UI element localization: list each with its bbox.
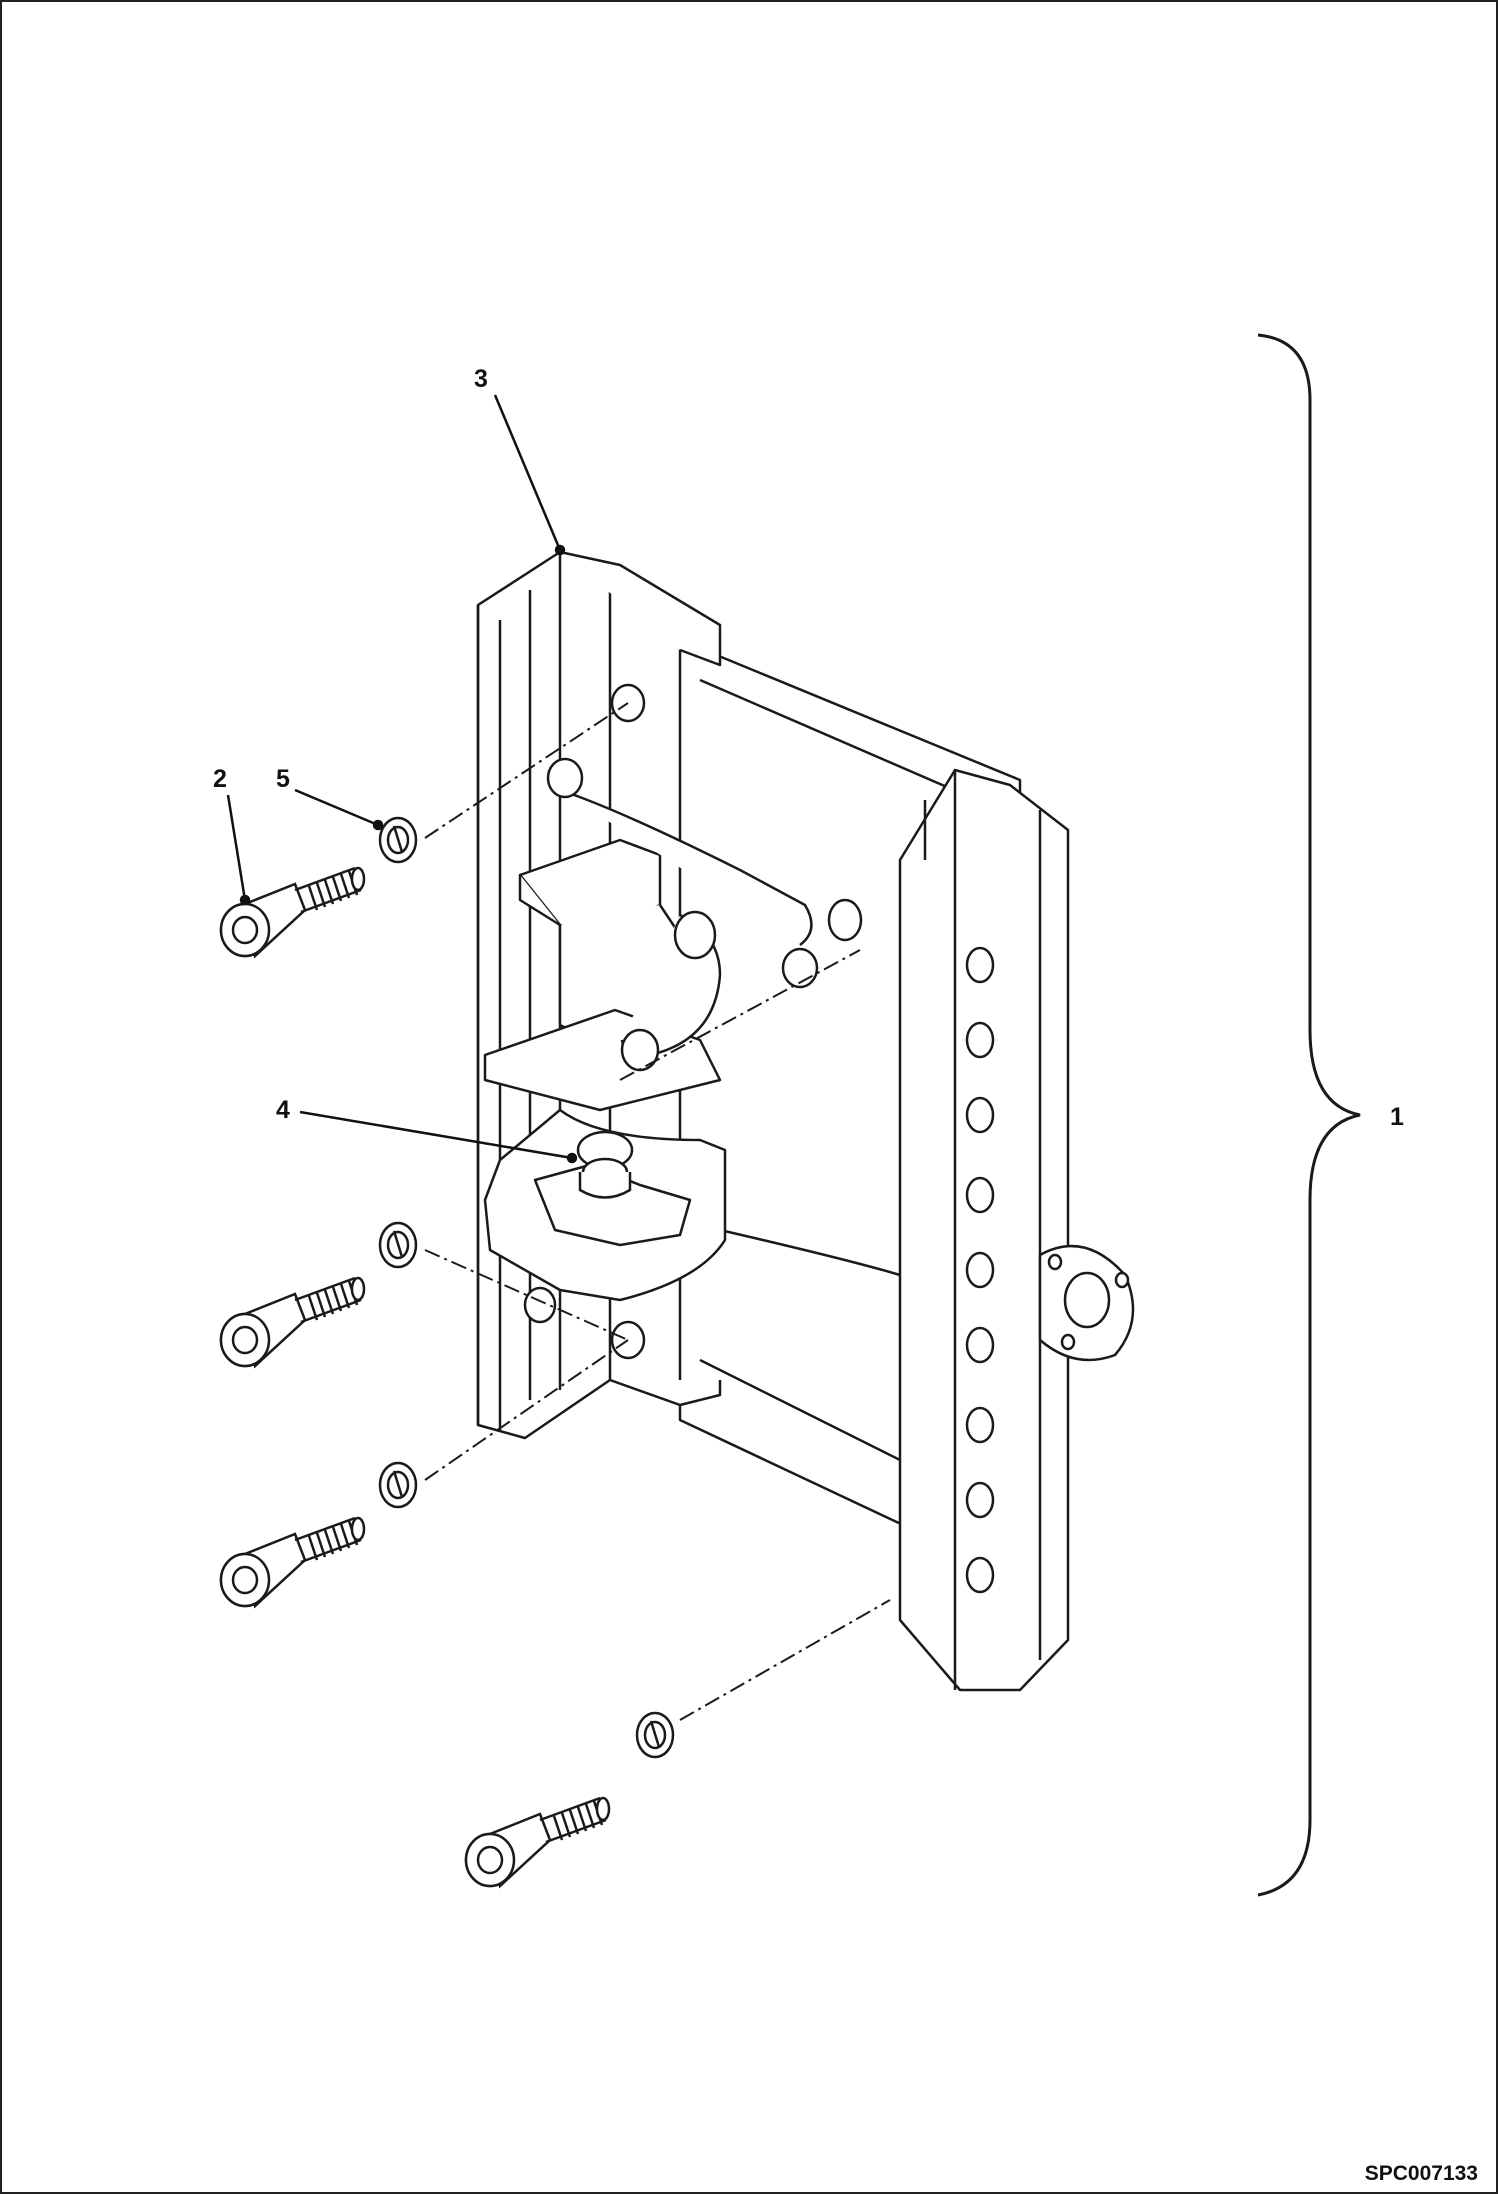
washer-2 <box>378 1221 418 1269</box>
assembly-brace <box>1257 333 1361 1897</box>
screw-3 <box>219 1516 366 1608</box>
drawing-code: SPC007133 <box>1365 2162 1478 2185</box>
screw-4 <box>464 1796 611 1888</box>
callout-washer: 5 <box>276 765 290 793</box>
callout-screw: 2 <box>213 765 227 793</box>
leader-lines <box>226 394 578 1164</box>
alignment-lines <box>424 702 891 1721</box>
hitch-coupling <box>483 757 863 1324</box>
washer-3 <box>378 1461 418 1509</box>
washer-4 <box>635 1711 675 1759</box>
callout-hitch: 4 <box>276 1096 290 1124</box>
screw-2 <box>219 1276 366 1368</box>
washer-1 <box>378 816 418 864</box>
callout-assembly: 1 <box>1390 1103 1404 1131</box>
callout-plate: 3 <box>474 365 488 393</box>
